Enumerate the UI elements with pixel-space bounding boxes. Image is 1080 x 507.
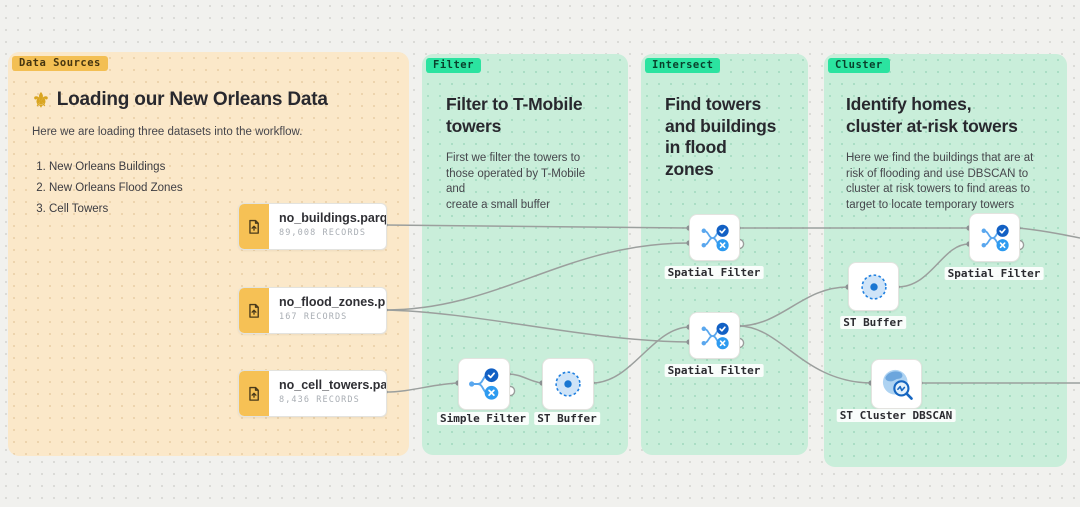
panel-title-filter: Filter to T-Mobile towers — [446, 94, 583, 136]
node-label-spatial-filter: Spatial Filter — [664, 364, 764, 377]
panel-title-cluster: Identify homes, cluster at-risk towers — [846, 94, 1018, 136]
cluster-search-icon — [882, 369, 913, 400]
dataset-list-item: New Orleans Flood Zones — [49, 182, 385, 194]
file-name: no_flood_zones.p... — [279, 295, 387, 309]
node-spatial-filter[interactable] — [689, 214, 740, 261]
file-name: no_cell_towers.pa... — [279, 378, 387, 392]
node-simple-filter[interactable] — [458, 358, 510, 410]
spatial-filter-icon — [701, 322, 729, 349]
filter-split-icon — [469, 368, 499, 400]
edge — [1017, 227, 1080, 239]
node-spatial-filter[interactable] — [689, 312, 740, 359]
panel-filter: Filter Filter to T-Mobile towers First w… — [422, 54, 628, 455]
panel-title-data-sources: ⚜Loading our New Orleans Data — [32, 89, 328, 112]
file-name: no_buildings.parq... — [279, 211, 387, 225]
node-label-simple-filter: Simple Filter — [436, 412, 530, 425]
dataset-list: New Orleans Buildings New Orleans Flood … — [32, 161, 385, 215]
panel-title-intersect: Find towers and buildings in flood zones — [665, 94, 777, 179]
node-label-st-buffer: ST Buffer — [534, 412, 600, 425]
node-label-spatial-filter: Spatial Filter — [664, 266, 764, 279]
panel-data-sources: Data Sources ⚜Loading our New Orleans Da… — [8, 52, 409, 456]
edge — [384, 309, 690, 343]
node-spatial-filter[interactable] — [969, 213, 1020, 262]
data-node-cell-towers[interactable]: no_cell_towers.pa... 8,436 RECORDS — [238, 370, 387, 417]
record-count: 89,008 RECORDS — [279, 228, 367, 238]
node-label-st-buffer: ST Buffer — [840, 316, 906, 329]
edge — [591, 326, 690, 384]
edge — [384, 242, 690, 311]
edge — [384, 224, 690, 229]
edge — [384, 382, 459, 393]
data-node-flood-zones[interactable]: no_flood_zones.p... 167 RECORDS — [238, 287, 387, 334]
dataset-list-item: Cell Towers — [49, 203, 385, 215]
file-upload-icon — [249, 386, 259, 401]
data-node-buildings[interactable]: no_buildings.parq... 89,008 RECORDS — [238, 203, 387, 250]
buffer-icon — [860, 273, 887, 300]
edge — [737, 325, 872, 384]
node-st-buffer[interactable] — [848, 262, 899, 311]
file-upload-icon — [249, 219, 259, 234]
panel-cluster: Cluster Identify homes, cluster at-risk … — [824, 54, 1067, 467]
record-count: 8,436 RECORDS — [279, 395, 360, 405]
node-st-cluster-dbscan[interactable] — [871, 359, 922, 409]
record-count: 167 RECORDS — [279, 312, 348, 322]
panel-badge-cluster: Cluster — [828, 58, 890, 73]
spatial-filter-icon — [701, 224, 729, 251]
dataset-list-item: New Orleans Buildings — [49, 161, 385, 173]
node-st-buffer[interactable] — [542, 358, 594, 410]
node-label-spatial-filter: Spatial Filter — [944, 267, 1044, 280]
fleur-de-lis-icon: ⚜ — [32, 90, 50, 112]
file-upload-icon — [249, 303, 259, 318]
panel-badge-data-sources: Data Sources — [12, 56, 108, 71]
edge — [737, 286, 849, 327]
buffer-icon — [555, 371, 581, 397]
node-label-st-cluster-dbscan: ST Cluster DBSCAN — [836, 409, 956, 422]
panel-badge-filter: Filter — [426, 58, 481, 73]
spatial-filter-icon — [981, 224, 1009, 251]
panel-description: Here we find the buildings that are at r… — [846, 152, 1034, 211]
panel-badge-intersect: Intersect — [645, 58, 721, 73]
panel-description: First we filter the towers to those oper… — [446, 152, 586, 211]
edge — [896, 243, 970, 288]
edge — [507, 373, 543, 384]
panel-description: Here we are loading three datasets into … — [32, 126, 303, 138]
